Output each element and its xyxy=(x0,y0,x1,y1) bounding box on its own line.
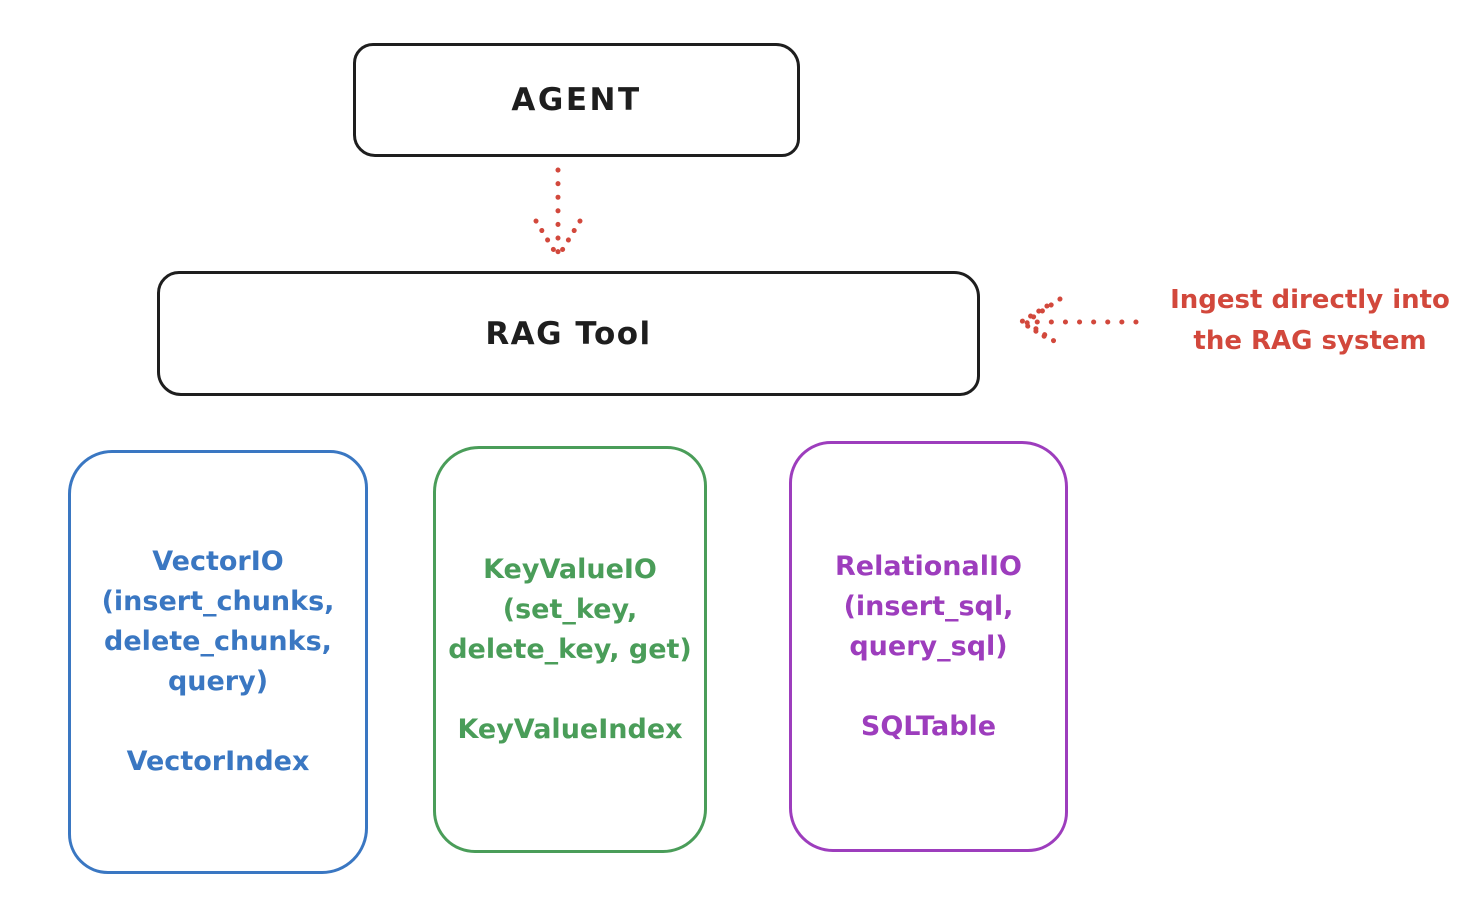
agent-to-rag-dotted-arrow xyxy=(533,167,583,260)
relational-io-lines: RelationalIO (insert_sql, query_sql) xyxy=(835,547,1022,667)
ingest-annotation-line1: Ingest directly into xyxy=(1170,285,1450,315)
vector-io-box: VectorIO (insert_chunks, delete_chunks, … xyxy=(68,450,368,874)
storage-line: delete_chunks, xyxy=(104,626,332,657)
vector-io-lines: VectorIO (insert_chunks, delete_chunks, … xyxy=(102,542,335,702)
annotation-dotted-arrow-left xyxy=(1016,296,1139,348)
storage-line: (set_key, xyxy=(502,593,638,625)
agent-box: AGENT xyxy=(353,43,800,157)
storage-line: KeyValueIO xyxy=(483,553,657,585)
storage-line: delete_key, get) xyxy=(448,633,692,665)
vector-index-label: VectorIndex xyxy=(126,746,310,777)
key-value-io-box: KeyValueIO (set_key, delete_key, get) Ke… xyxy=(433,446,707,853)
rag-tool-box: RAG Tool xyxy=(157,271,980,396)
storage-line: RelationalIO xyxy=(835,550,1022,582)
rag-tool-box-label: RAG Tool xyxy=(485,315,652,352)
key-value-io-lines: KeyValueIO (set_key, delete_key, get) xyxy=(448,550,692,670)
storage-line: query_sql) xyxy=(849,630,1008,662)
ingest-annotation: Ingest directly into the RAG system xyxy=(1140,280,1480,362)
agent-box-label: AGENT xyxy=(511,82,642,118)
storage-line: VectorIO xyxy=(152,546,284,577)
ingest-annotation-line2: the RAG system xyxy=(1193,326,1427,356)
storage-line: (insert_chunks, xyxy=(101,586,335,617)
sql-table-label: SQLTable xyxy=(860,710,997,742)
key-value-index-label: KeyValueIndex xyxy=(457,713,683,745)
storage-line: query) xyxy=(167,666,269,697)
storage-line: (insert_sql, xyxy=(843,590,1014,622)
relational-io-box: RelationalIO (insert_sql, query_sql) SQL… xyxy=(789,441,1068,852)
